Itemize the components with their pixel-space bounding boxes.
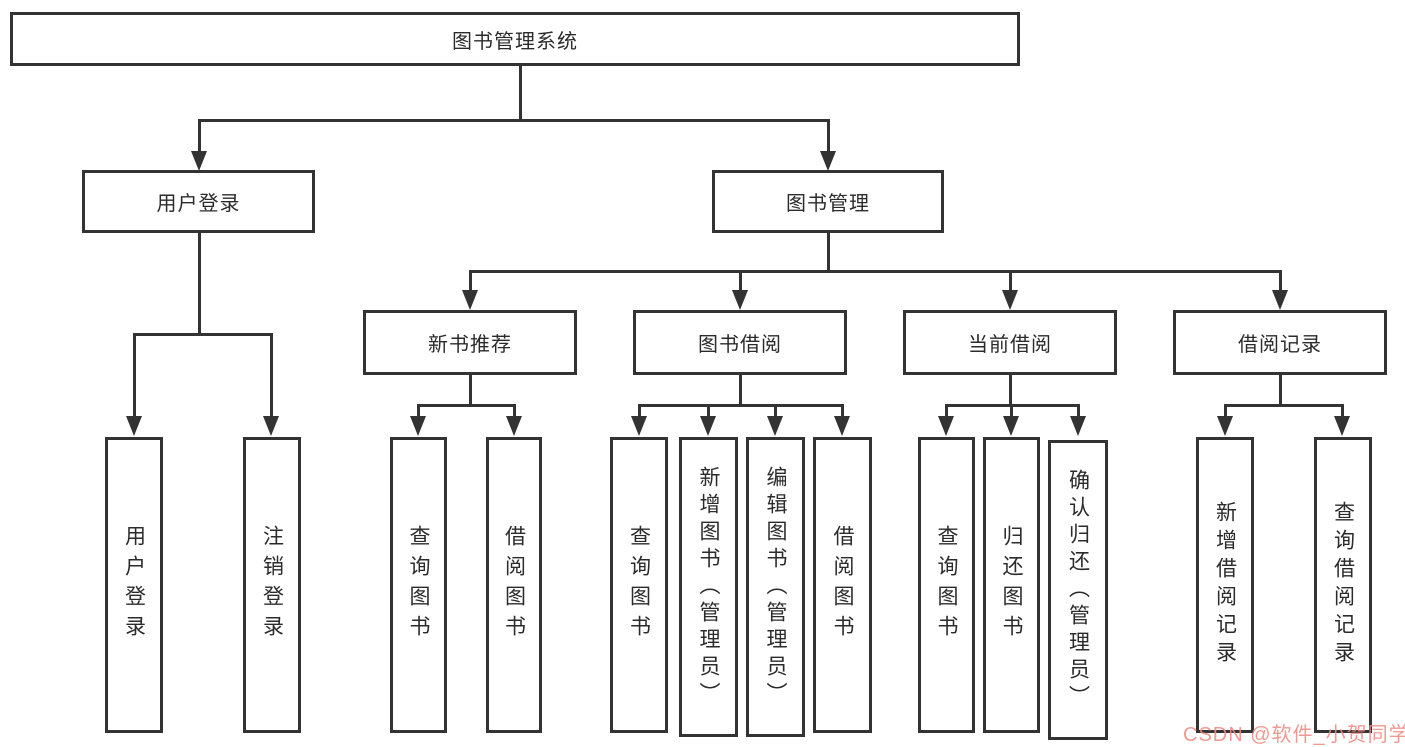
arrow-down-icon <box>126 416 142 436</box>
connector-line <box>1341 404 1344 419</box>
leaf-user-login: 用户登录 <box>105 437 163 733</box>
connector-line <box>827 119 830 155</box>
node-borrow-records: 借阅记录 <box>1173 310 1387 375</box>
connector-line <box>1009 270 1012 293</box>
connector-line <box>513 404 516 419</box>
connector-line <box>707 404 710 419</box>
connector-line <box>1224 404 1227 419</box>
node-new-book-recommend: 新书推荐 <box>363 310 577 375</box>
connector-line <box>638 404 844 407</box>
connector-line <box>133 333 273 336</box>
connector-line <box>827 233 830 273</box>
arrow-down-icon <box>820 151 836 171</box>
connector-line <box>270 333 273 419</box>
leaf-current-return-books: 归还图书 <box>983 437 1040 733</box>
connector-line <box>1010 404 1013 419</box>
connector-line <box>198 119 201 155</box>
connector-line <box>739 270 742 293</box>
connector-line <box>1279 270 1282 293</box>
arrow-down-icon <box>462 290 478 310</box>
node-library-system: 图书管理系统 <box>10 12 1020 66</box>
leaf-borrow-add-books-admin: 新增图书（管理员） <box>679 437 738 737</box>
connector-line <box>774 404 777 419</box>
connector-line <box>133 333 136 419</box>
connector-line <box>739 375 742 407</box>
connector-line <box>469 270 472 293</box>
connector-line <box>841 404 844 419</box>
arrow-down-icon <box>506 416 522 436</box>
leaf-borrow-query-books: 查询图书 <box>610 437 668 733</box>
arrow-down-icon <box>410 416 426 436</box>
leaf-borrow-edit-books-admin: 编辑图书（管理员） <box>746 437 805 737</box>
leaf-borrow-borrow-books: 借阅图书 <box>813 437 872 733</box>
connector-line <box>1224 404 1344 407</box>
arrow-down-icon <box>1070 416 1086 436</box>
connector-line <box>417 404 516 407</box>
connector-line <box>198 233 201 336</box>
arrow-down-icon <box>1217 416 1233 436</box>
connector-line <box>417 404 420 419</box>
arrow-down-icon <box>938 416 954 436</box>
node-current-borrow: 当前借阅 <box>903 310 1117 375</box>
arrow-down-icon <box>191 151 207 171</box>
node-user-login: 用户登录 <box>82 170 315 233</box>
leaf-records-query-record: 查询借阅记录 <box>1314 437 1372 733</box>
connector-line <box>198 119 830 122</box>
connector-line <box>469 375 472 407</box>
arrow-down-icon <box>767 416 783 436</box>
arrow-down-icon <box>1272 290 1288 310</box>
leaf-records-add-record: 新增借阅记录 <box>1196 437 1254 733</box>
arrow-down-icon <box>1003 416 1019 436</box>
arrow-down-icon <box>631 416 647 436</box>
arrow-down-icon <box>834 416 850 436</box>
arrow-down-icon <box>263 416 279 436</box>
leaf-recommend-borrow-books: 借阅图书 <box>486 437 542 733</box>
node-book-management: 图书管理 <box>712 170 944 233</box>
arrow-down-icon <box>700 416 716 436</box>
connector-line <box>945 404 948 419</box>
watermark-text: CSDN @软件_小贺同学 <box>1183 724 1405 746</box>
leaf-recommend-query-books: 查询图书 <box>390 437 447 733</box>
connector-line <box>519 66 522 121</box>
arrow-down-icon <box>1334 416 1350 436</box>
connector-line <box>1279 375 1282 407</box>
connector-line <box>469 270 1281 273</box>
leaf-current-query-books: 查询图书 <box>918 437 975 733</box>
leaf-logout-login: 注销登录 <box>243 437 301 733</box>
node-book-borrow: 图书借阅 <box>633 310 847 375</box>
leaf-current-confirm-return-admin: 确认归还（管理员） <box>1048 440 1108 740</box>
arrow-down-icon <box>732 290 748 310</box>
connector-line <box>638 404 641 419</box>
connector-line <box>1009 375 1012 407</box>
arrow-down-icon <box>1002 290 1018 310</box>
connector-line <box>1077 404 1080 419</box>
